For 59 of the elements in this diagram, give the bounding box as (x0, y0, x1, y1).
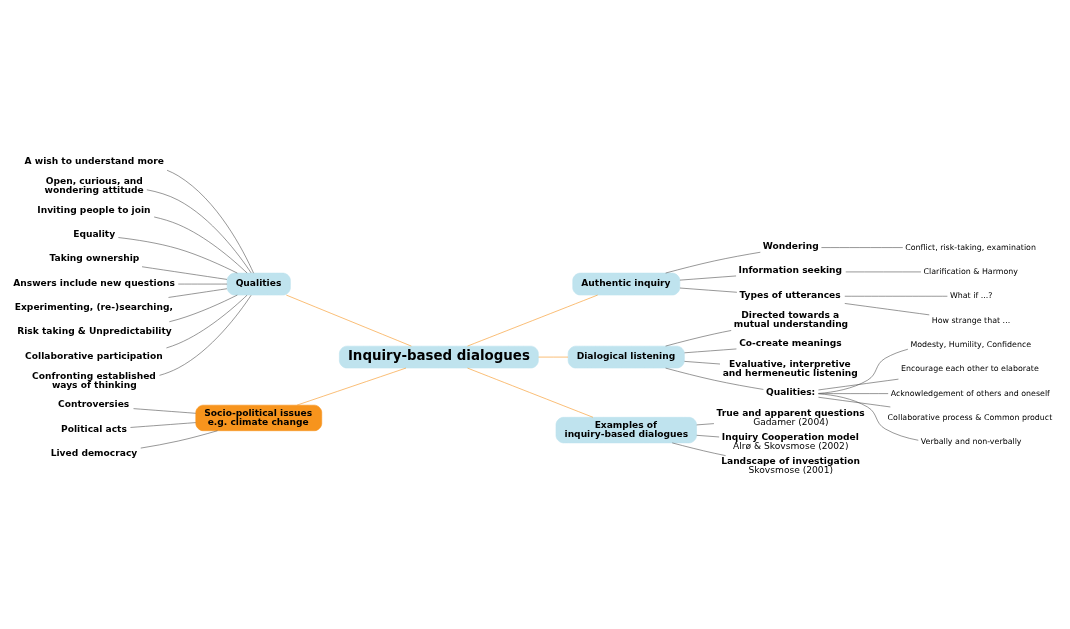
connector (467, 294, 598, 347)
node-text: Wondering (762, 241, 819, 252)
node-text: Open, curious, and wondering attitude (44, 176, 144, 196)
node-text: Political acts (61, 423, 127, 434)
connector (169, 294, 238, 323)
connector (130, 422, 196, 428)
node-text: Controversies (57, 399, 130, 410)
connector (665, 330, 732, 347)
node-text: Directed towards a mutual understanding (733, 310, 849, 330)
node-text: Inquiry Cooperation model Alrø & Skovsmose (2002) (721, 431, 859, 451)
node-box: Qualities (226, 272, 291, 296)
node-text: Equality (73, 228, 116, 239)
connector (818, 393, 919, 441)
node-text: Collaborative participation (25, 350, 163, 361)
connector (696, 435, 720, 438)
connector (821, 247, 904, 248)
connector (665, 251, 761, 274)
connector (818, 378, 899, 391)
connector (818, 348, 909, 394)
node-box: Examples of inquiry-based dialogues (555, 417, 697, 444)
connector (168, 288, 228, 298)
node-text: Landscape of investigation Skovsmose (2001) (721, 456, 860, 476)
connector (844, 303, 930, 316)
node-box: Dialogical listening (567, 345, 685, 369)
connector (671, 442, 726, 456)
node-text: Evaluative, interpretive and hermeneutic listening (722, 358, 858, 378)
connector (153, 216, 248, 274)
connector (679, 287, 738, 293)
connector (141, 266, 228, 280)
node-text: Experimenting, (re-)searching, (14, 301, 173, 312)
connector (665, 367, 764, 390)
connector (140, 430, 218, 449)
node-text: Risk taking & Unpredictability (17, 326, 172, 337)
node-text: Co-create meanings (739, 338, 842, 349)
connector (818, 396, 891, 408)
node-text: Inviting people to join (37, 204, 151, 215)
connector (166, 169, 254, 274)
connector (296, 367, 407, 406)
connector (166, 294, 248, 349)
node-box: Socio-political issues e.g. climate change (195, 404, 323, 432)
connector (696, 423, 715, 426)
node-text: Answers include new questions (13, 277, 175, 288)
node-text: Lived democracy (50, 447, 138, 458)
node-text: A wish to understand more (24, 155, 164, 166)
node-text: Information seeking (738, 265, 843, 276)
connector (133, 408, 197, 414)
connector (679, 275, 737, 281)
node-text: Types of utterances (739, 289, 841, 300)
connector (118, 237, 238, 274)
node-text: Qualities: (765, 387, 816, 398)
connector (146, 189, 252, 274)
node-box: Inquiry-based dialogues (339, 345, 539, 369)
connector (684, 348, 737, 354)
node-text: Confronting established ways of thinking (32, 371, 156, 391)
node-text: Taking ownership (49, 253, 140, 264)
connector (159, 294, 252, 376)
connector (684, 361, 721, 365)
node-box: Authentic inquiry (572, 272, 681, 296)
node-text: True and apparent questions Gadamer (2004) (716, 407, 865, 427)
